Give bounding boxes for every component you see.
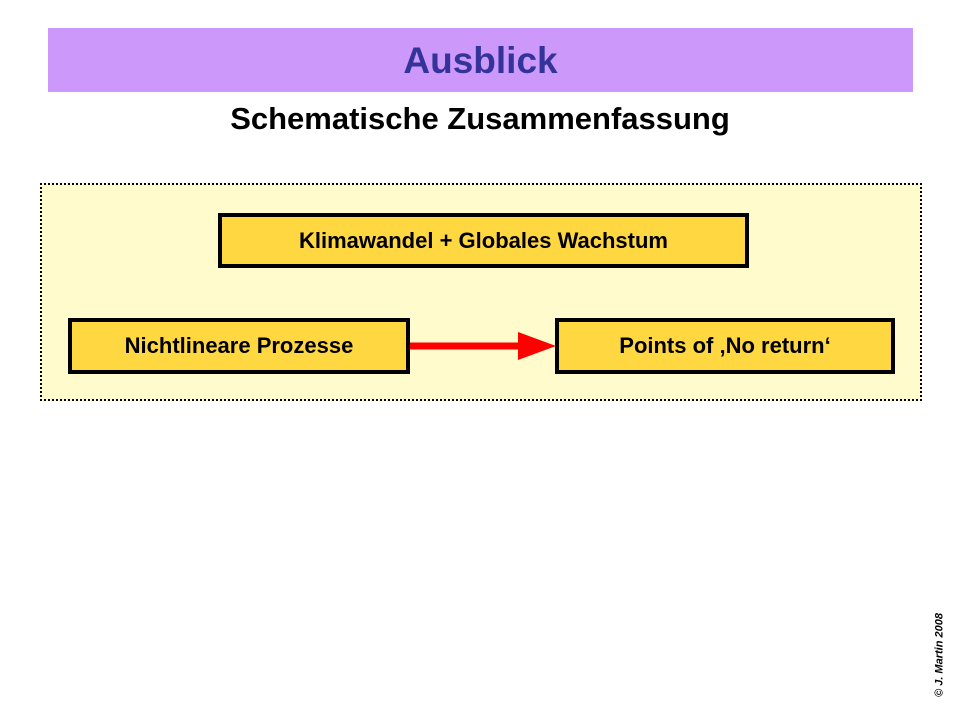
page-title: Ausblick — [403, 39, 558, 81]
diagram-box-climate-label: Klimawandel + Globales Wachstum — [298, 227, 668, 253]
diagram-box-nonlinear-label: Nichtlineare Prozesse — [124, 333, 354, 358]
diagram-box-noreturn-label: Points of ‚No return‘ — [619, 333, 831, 358]
credit-text: © J. Martin 2008 — [933, 613, 946, 697]
diagram-box-climate: Klimawandel + Globales Wachstum — [218, 213, 749, 268]
diagram-box-nonlinear: Nichtlineare Prozesse — [68, 318, 410, 374]
credit-block: © J. Martin 2008 — [930, 600, 950, 710]
subtitle: Schematische Zusammenfassung — [230, 101, 730, 136]
title-banner: Ausblick — [48, 28, 913, 92]
diagram-box-noreturn: Points of ‚No return‘ — [555, 318, 895, 374]
